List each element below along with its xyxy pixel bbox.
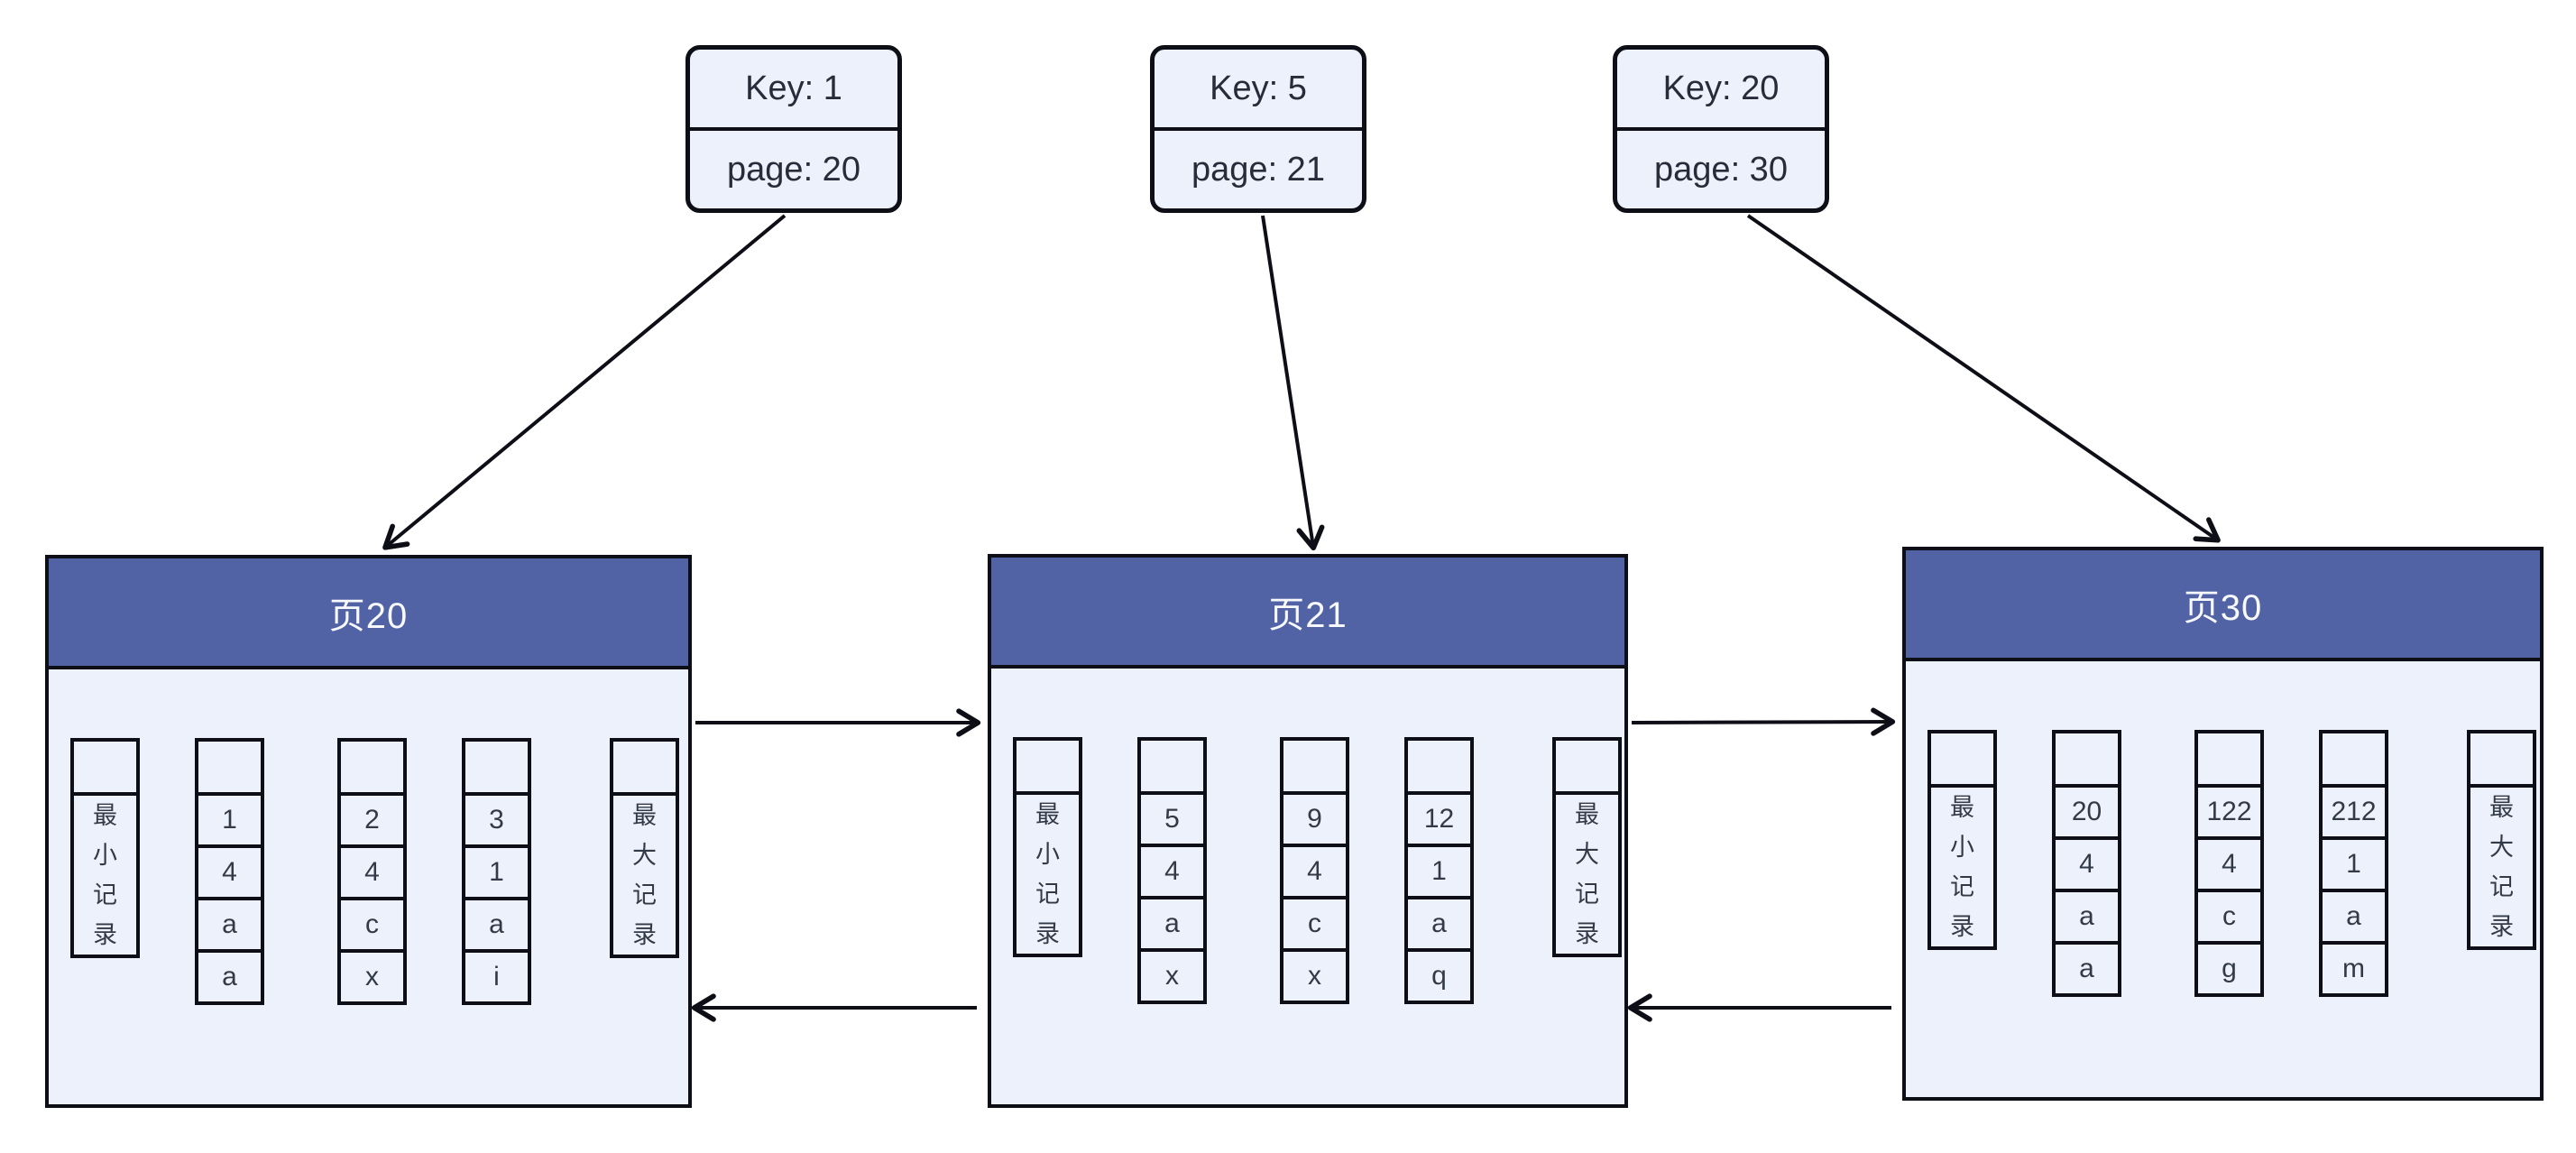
page-title-bar: 页30 [1906, 550, 2540, 661]
page-title-bar: 页20 [49, 558, 688, 669]
max-record-column: 最大记录 [610, 738, 679, 958]
record-cell: q [1404, 948, 1474, 1004]
record-cell: c [1280, 896, 1349, 952]
record-header-cell [2052, 730, 2121, 788]
record-cell: a [2052, 941, 2121, 997]
record-cell: c [337, 897, 407, 953]
record-header-cell [610, 738, 679, 796]
record-header-cell [2467, 730, 2536, 788]
arrow-key20-to-page30 [1746, 214, 2221, 543]
record-cell: i [462, 949, 531, 1005]
record-cell: 1 [2319, 836, 2388, 892]
record-header-cell [2319, 730, 2388, 788]
record-cell: 1 [195, 792, 264, 848]
record-cell: x [337, 949, 407, 1005]
max-record-column: 最大记录 [2467, 730, 2536, 950]
record-header-cell [2194, 730, 2264, 788]
record-cell: g [2194, 941, 2264, 997]
record-cell: 2 [337, 792, 407, 848]
record-cell: a [1137, 896, 1207, 952]
record-cell: 20 [2052, 784, 2121, 840]
record-cell: 3 [462, 792, 531, 848]
record-label-cell: 最小记录 [1927, 784, 1997, 950]
page-pointer-label: page: 20 [727, 150, 860, 189]
min-record-column: 最小记录 [1013, 737, 1082, 957]
key-label: Key: 20 [1617, 50, 1825, 131]
key-node-20: Key: 20 page: 30 [1613, 45, 1829, 213]
record-cell: x [1137, 948, 1207, 1004]
page-title-bar: 页21 [991, 558, 1624, 669]
record-cell: 9 [1280, 791, 1349, 847]
record-cell: a [462, 897, 531, 953]
record-label-cell: 最小记录 [70, 792, 140, 958]
record-cell: 4 [337, 844, 407, 900]
min-record-column: 最小记录 [70, 738, 140, 958]
record-header-cell [70, 738, 140, 796]
record-header-cell [1404, 737, 1474, 795]
record-cell: 4 [2194, 836, 2264, 892]
page-title: 页20 [328, 595, 409, 636]
record-header-cell [1137, 737, 1207, 795]
key-node-1: Key: 1 page: 20 [685, 45, 902, 213]
record-header-cell [1013, 737, 1082, 795]
key-node-5: Key: 5 page: 21 [1150, 45, 1366, 213]
record-cell: a [2052, 889, 2121, 945]
record-cell: 1 [1404, 844, 1474, 899]
record-header-cell [1927, 730, 1997, 788]
record-cell: 1 [462, 844, 531, 900]
record-cell: 4 [195, 844, 264, 900]
record-cell: 122 [2194, 784, 2264, 840]
key-label: Key: 1 [690, 50, 897, 131]
record-label-cell: 最大记录 [610, 792, 679, 958]
record-header-cell [1280, 737, 1349, 795]
record-cell: a [195, 897, 264, 953]
record-header-cell [1552, 737, 1622, 795]
record-cell: m [2319, 941, 2388, 997]
page-title: 页21 [1268, 595, 1348, 635]
arrow-key5-to-page21 [1261, 215, 1325, 551]
record-header-cell [195, 738, 264, 796]
record-cell: 5 [1137, 791, 1207, 847]
record-label-cell: 最大记录 [2467, 784, 2536, 950]
record-header-cell [462, 738, 531, 796]
page-title: 页30 [2183, 587, 2263, 628]
record-cell: 4 [1137, 844, 1207, 899]
record-cell: a [2319, 889, 2388, 945]
key-label: Key: 5 [1155, 50, 1362, 131]
record-label-cell: 最小记录 [1013, 791, 1082, 957]
min-record-column: 最小记录 [1927, 730, 1997, 950]
record-cell: 12 [1404, 791, 1474, 847]
record-cell: 212 [2319, 784, 2388, 840]
record-cell: a [1404, 896, 1474, 952]
record-cell: c [2194, 889, 2264, 945]
record-cell: x [1280, 948, 1349, 1004]
page-pointer-label: page: 21 [1191, 150, 1325, 189]
record-cell: a [195, 949, 264, 1005]
max-record-column: 最大记录 [1552, 737, 1622, 957]
record-header-cell [337, 738, 407, 796]
record-label-cell: 最大记录 [1552, 791, 1622, 957]
record-cell: 4 [2052, 836, 2121, 892]
record-cell: 4 [1280, 844, 1349, 899]
page-pointer-label: page: 30 [1654, 150, 1788, 189]
arrow-page21-next-page30 [1631, 707, 1896, 736]
arrow-key1-to-page20 [382, 214, 787, 550]
